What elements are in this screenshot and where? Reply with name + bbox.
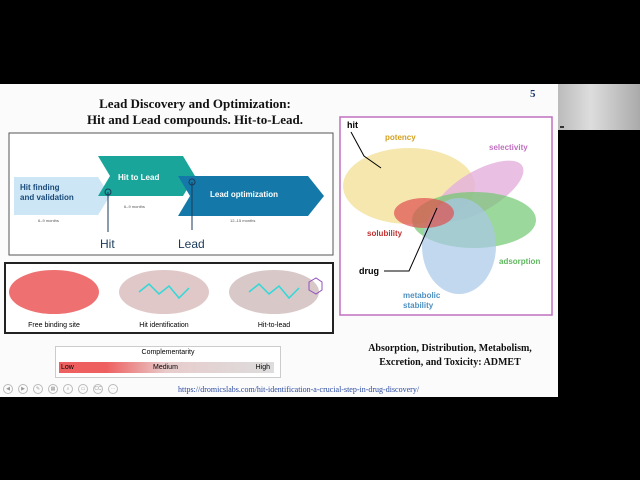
hit-marker [104,188,112,196]
next-icon[interactable]: ▶ [18,384,28,394]
solubility-label: solubility [367,229,403,238]
free-binding-site-shape [9,270,99,314]
stability-label: stability [403,301,434,310]
caption-hit-identification: Hit identification [139,322,189,329]
source-link[interactable]: https://dromicslabs.com/hit-identificati… [178,385,420,394]
slides-icon[interactable]: ▦ [48,384,58,394]
admet-line: Absorption, Distribution, Metabolism, [368,343,532,354]
complementarity-title: Complementarity [141,349,195,356]
lead-label: Lead [178,237,205,251]
complementarity-scale: Complementarity Low Medium High [55,346,281,378]
stage1-label1: Hit finding [20,183,60,192]
stage2-label: Hit to Lead [118,173,159,182]
stage-hit-to-lead [98,156,195,196]
webcam-video [558,84,640,130]
solubility-ellipse [394,198,454,228]
zoom-icon[interactable]: ⌕ [63,384,73,394]
caption-hit-to-lead: Hit-to-lead [258,322,290,329]
binding-diagram: Free binding site Hit identification Hit… [4,262,334,334]
title-line: Hit and Lead compounds. Hit-to-Lead. [87,112,303,127]
stage3-duration: 12–15 months [230,218,255,223]
lead-marker [188,178,196,186]
previous-icon[interactable]: ◀ [3,384,13,394]
stage2-duration: 6–9 months [124,204,145,209]
admet-venn-diagram: hit potency selectivity solubility drug … [339,116,553,316]
stage1-duration: 6–9 months [38,218,59,223]
low-label: Low [61,364,74,371]
stage1-label2: and validation [20,193,74,202]
hit-identification-shape [119,270,209,314]
page-number: 5 [530,88,536,100]
captions-button[interactable]: CC [93,384,103,394]
hit-venn-label: hit [347,120,358,130]
participant-name-tag [560,126,564,128]
adsorption-label: adsorption [499,257,540,266]
admet-line: Excretion, and Toxicity: ADMET [379,357,521,368]
title-line: Lead Discovery and Optimization: [99,96,291,111]
stage3-label: Lead optimization [210,190,278,199]
subtitles-icon[interactable]: ▭ [78,384,88,394]
slide: Lead Discovery and Optimization:Hit and … [0,84,558,397]
admet-caption: Absorption, Distribution, Metabolism, Exc… [345,342,555,370]
caption-free-binding-site: Free binding site [28,322,80,329]
selectivity-label: selectivity [489,143,528,152]
pipeline-diagram: Hit finding and validation Hit to Lead L… [8,132,334,256]
hit-to-lead-shape [229,270,319,314]
medium-label: Medium [153,364,178,371]
slide-toolbar: ◀ ▶ ✎ ▦ ⌕ ▭ CC ⋯ [3,384,118,394]
drug-label: drug [359,266,379,276]
hit-label: Hit [100,237,115,251]
metabolic-label: metabolic [403,291,441,300]
stage-lead-optimization [178,176,324,216]
more-icon[interactable]: ⋯ [108,384,118,394]
stage-hit-finding [14,177,110,215]
high-label: High [255,364,270,371]
potency-label: potency [385,133,416,142]
slide-title: Lead Discovery and Optimization:Hit and … [40,96,350,128]
pen-icon[interactable]: ✎ [33,384,43,394]
